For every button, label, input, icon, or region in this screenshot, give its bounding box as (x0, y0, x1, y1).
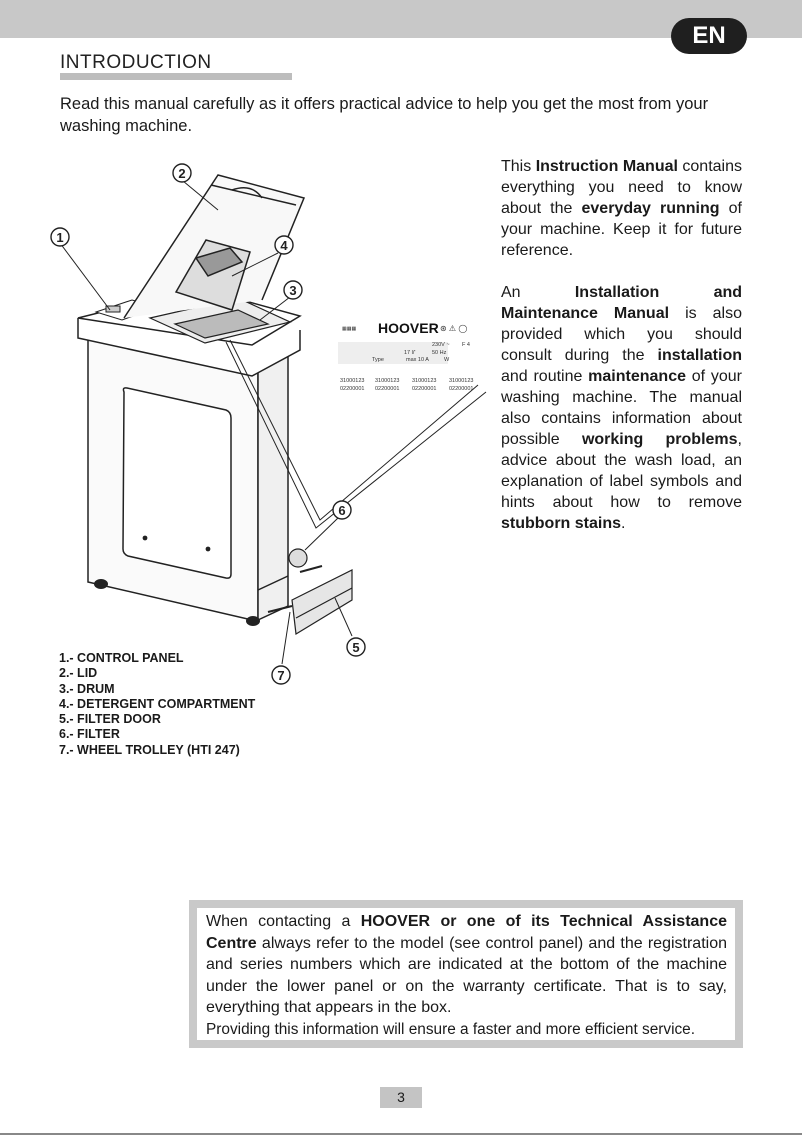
svg-text:Type: Type (372, 357, 384, 363)
installation-manual-paragraph: An Installation and Maintenance Manual i… (501, 284, 743, 532)
legend-item: 1.- CONTROL PANEL (59, 651, 184, 665)
svg-text:31000123: 31000123 (375, 378, 399, 384)
callout-6: 6 (332, 500, 352, 520)
parts-legend: 1.- CONTROL PANEL 2.- LID 3.- DRUM 4.- D… (59, 651, 255, 758)
machine-body (77, 287, 302, 622)
wheel (246, 616, 260, 626)
label-brand: HOOVER (378, 320, 439, 336)
svg-text:02200001: 02200001 (449, 386, 473, 392)
svg-text:7: 7 (277, 668, 284, 683)
title-underline (60, 73, 292, 80)
svg-text:02200001: 02200001 (340, 386, 364, 392)
manual-description: This Instruction Manual contains everyth… (501, 156, 742, 534)
section-title: INTRODUCTION (60, 52, 212, 73)
instruction-manual-paragraph: This Instruction Manual contains everyth… (501, 158, 742, 259)
wheel (94, 579, 108, 589)
svg-text:31000123: 31000123 (412, 378, 436, 384)
svg-text:1: 1 (56, 230, 63, 245)
svg-text:5: 5 (352, 640, 359, 655)
callout-2: 2 (172, 163, 192, 183)
callout-1: 1 (50, 227, 70, 247)
arrow (299, 565, 323, 573)
svg-text:⊛ ⚠ ◯: ⊛ ⚠ ◯ (440, 324, 467, 333)
svg-text:17 l/': 17 l/' (404, 350, 415, 356)
foot-dot (142, 535, 148, 541)
callout-4: 4 (274, 235, 294, 255)
callout-3: 3 (283, 280, 303, 300)
legend-item: 3.- DRUM (59, 681, 115, 696)
leader-lines (59, 180, 487, 665)
legend-item: 2.- LID (59, 666, 98, 681)
legend-item: 7.- WHEEL TROLLEY (HTI 247) (59, 742, 240, 757)
svg-text:02200001: 02200001 (412, 386, 436, 392)
arrow (267, 605, 293, 613)
foot-dot (205, 546, 211, 552)
drum (148, 297, 292, 344)
svg-text:230V ~: 230V ~ (432, 342, 450, 348)
filter-door (291, 569, 353, 635)
svg-text:31000123: 31000123 (449, 378, 473, 384)
notice-paragraph: When contacting a HOOVER or one of its T… (206, 913, 728, 1016)
washing-machine-illustration: 1 2 3 4 5 6 7 ▦▦▦ HOOVER ⊛ ⚠ ◯ 230V ~ F … (50, 163, 487, 685)
footer-rule (0, 1133, 802, 1135)
notice-box: When contacting a HOOVER or one of its T… (189, 900, 743, 1048)
svg-text:▦▦▦: ▦▦▦ (342, 326, 356, 332)
svg-text:31000123: 31000123 (340, 378, 364, 384)
rating-label: ▦▦▦ HOOVER ⊛ ⚠ ◯ 230V ~ F 4 17 l/' 50 Hz… (338, 320, 473, 392)
notice-service-line: Providing this information will ensure a… (206, 1020, 696, 1038)
header-band (0, 0, 802, 38)
svg-text:F 4: F 4 (462, 342, 470, 348)
filter-cap (288, 548, 308, 568)
svg-text:max 10 A: max 10 A (406, 357, 429, 363)
svg-text:6: 6 (338, 503, 345, 518)
svg-text:4: 4 (280, 238, 288, 253)
callouts: 1 2 3 4 5 6 7 (50, 163, 366, 685)
callout-5: 5 (346, 637, 366, 657)
legend-item: 6.- FILTER (59, 727, 120, 742)
svg-text:3: 3 (289, 283, 296, 298)
callout-7: 7 (271, 665, 291, 685)
svg-text:50 Hz: 50 Hz (432, 350, 447, 356)
notice-content: When contacting a HOOVER or one of its T… (197, 908, 735, 1040)
legend-item: 4.- DETERGENT COMPARTMENT (59, 696, 256, 711)
svg-text:2: 2 (178, 166, 185, 181)
page-number: 3 (380, 1087, 422, 1108)
svg-text:02200001: 02200001 (375, 386, 399, 392)
intro-paragraph: Read this manual carefully as it offers … (60, 95, 709, 135)
open-lid (123, 174, 306, 319)
language-badge: EN (671, 18, 747, 54)
svg-text:W: W (444, 357, 450, 363)
legend-item: 5.- FILTER DOOR (59, 712, 161, 727)
